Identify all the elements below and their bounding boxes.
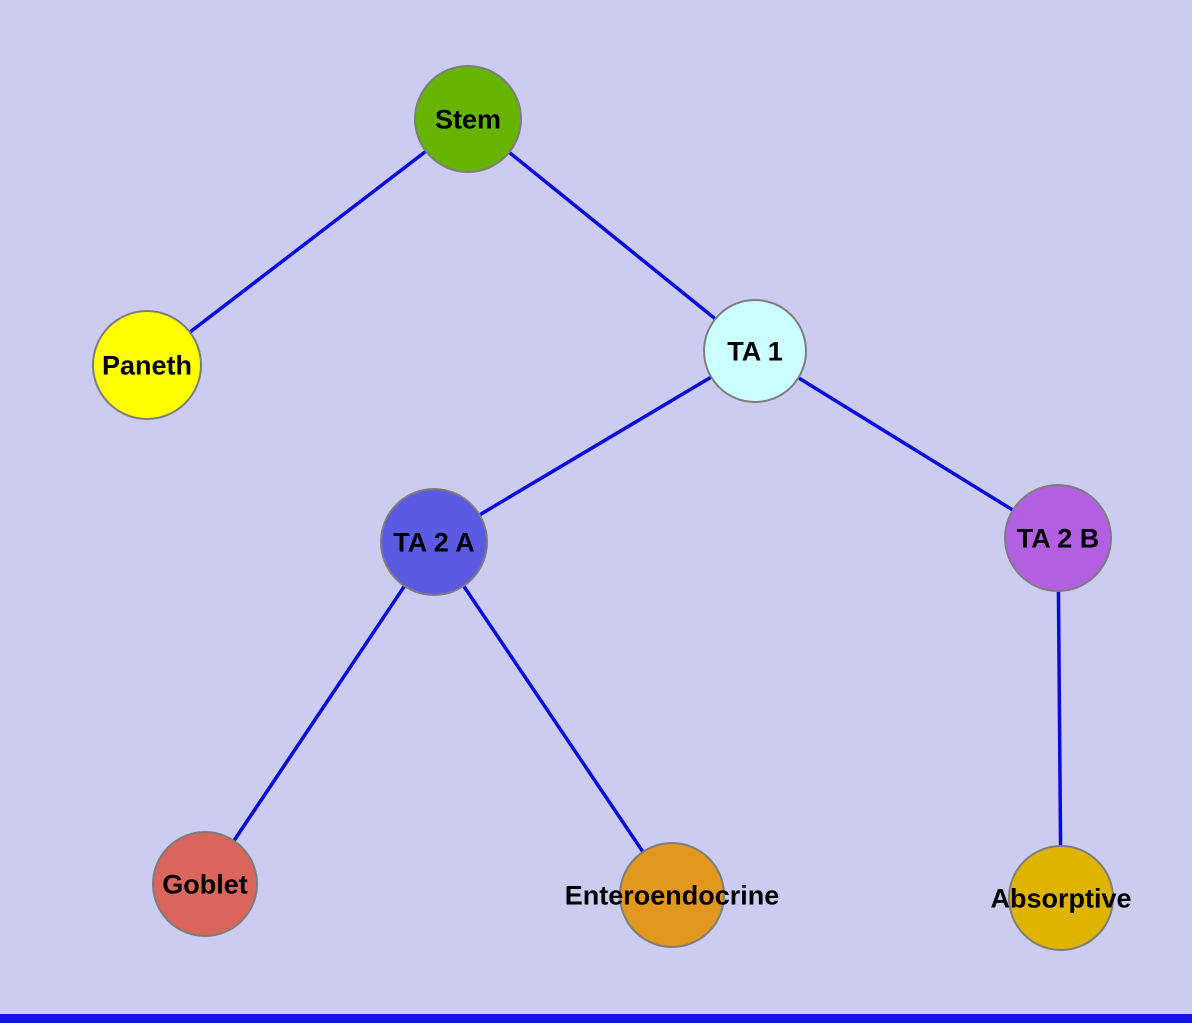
node-absorptive[interactable]: Absorptive [990,845,1132,951]
node-circle-absorptive[interactable] [1008,845,1114,951]
edge-stem-to-paneth [145,117,470,367]
edge-ta-2-b-to-absorptive [1056,537,1063,899]
node-circle-goblet[interactable] [152,831,258,937]
node-circle-ta-2-a[interactable] [380,488,488,596]
node-stem[interactable]: Stem [414,65,522,173]
edge-ta-1-to-ta-2-b [754,349,1059,540]
node-circle-stem[interactable] [414,65,522,173]
node-ta-1[interactable]: TA 1 [703,299,807,403]
node-circle-ta-2-b[interactable] [1004,484,1112,592]
node-paneth[interactable]: Paneth [92,310,202,420]
node-enteroendocrine[interactable]: Enteroendocrine [565,842,780,948]
edge-ta-1-to-ta-2-a [433,349,756,544]
node-circle-ta-1[interactable] [703,299,807,403]
edge-ta-2-a-to-goblet [203,541,436,885]
node-ta-2-a[interactable]: TA 2 A [380,488,488,596]
node-ta-2-b[interactable]: TA 2 B [1004,484,1112,592]
edge-ta-2-a-to-enteroendocrine [432,541,674,896]
bottom-border [0,1014,1192,1023]
node-goblet[interactable]: Goblet [152,831,258,937]
edge-stem-to-ta-1 [466,117,757,353]
edges-layer [145,117,1063,899]
node-circle-enteroendocrine[interactable] [619,842,725,948]
node-circle-paneth[interactable] [92,310,202,420]
